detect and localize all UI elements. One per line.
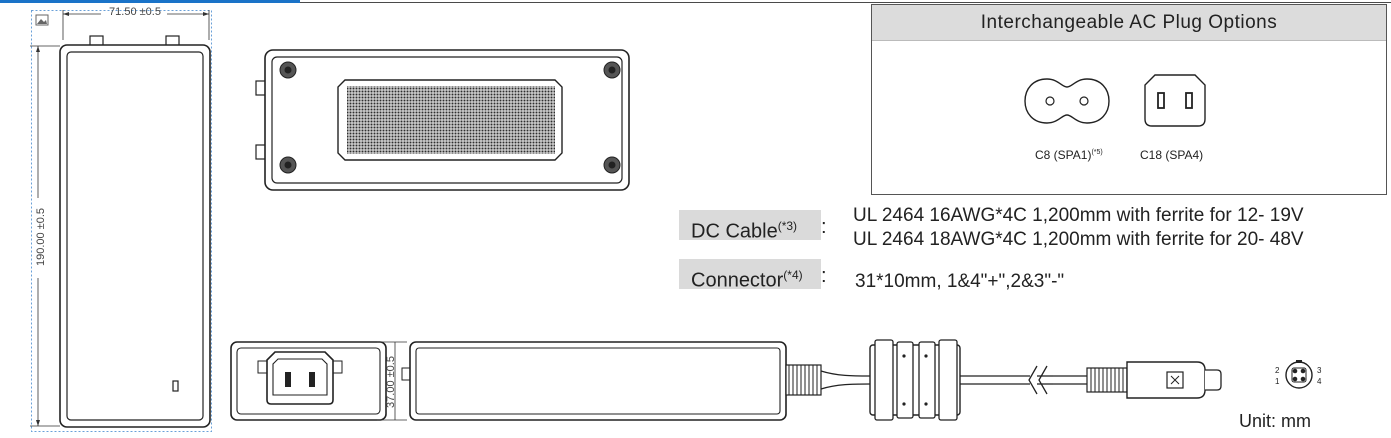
c8-plug-caption: C8 (SPA1)(*5) (1035, 148, 1103, 162)
connector-colon: : (821, 265, 827, 287)
dc-cable-label: DC Cable(*3) (679, 210, 821, 243)
pin-label-1: 1 (1275, 377, 1280, 386)
top-accent-bar (0, 0, 300, 3)
dc-connector-plug (1086, 361, 1222, 399)
plug-icons (1024, 74, 1206, 127)
c18-plug-caption: C18 (SPA4) (1140, 148, 1204, 162)
adapter-top-outline (59, 35, 211, 428)
vent-grille (347, 86, 555, 154)
adapter-side-outline (401, 341, 787, 421)
width-dimension-line (62, 10, 210, 40)
height-dimension-line (377, 341, 407, 421)
length-dimension-label: 190.00 ±0.5 (35, 207, 47, 267)
ferrite-core (869, 339, 961, 421)
top-rule (300, 2, 1391, 3)
pin-label-4: 4 (1317, 377, 1322, 386)
selection-frame (31, 10, 212, 432)
plug-options-panel: Interchangeable AC Plug Options C8 (SPA1… (871, 4, 1387, 195)
c18-plug-icon (1144, 74, 1206, 127)
top-view-drawing (30, 10, 212, 432)
connector-label: Connector(*4) (679, 259, 821, 292)
rubber-feet (279, 61, 621, 174)
width-dimension-label: 71.50 ±0.5 (109, 6, 161, 18)
image-icon (35, 14, 49, 26)
dc-cable-line-2: UL 2464 18AWG*4C 1,200mm with ferrite fo… (853, 229, 1304, 250)
dc-cable (785, 364, 1087, 396)
c8-plug-icon (1024, 78, 1110, 124)
pin-label-2: 2 (1275, 366, 1280, 375)
pin-label-3: 3 (1317, 366, 1322, 375)
led-indicator (172, 380, 179, 392)
side-view-drawing: 2 1 3 4 (230, 339, 1322, 421)
connector-value: 31*10mm, 1&4"+",2&3"-" (855, 271, 1065, 292)
plug-options-title: Interchangeable AC Plug Options (872, 5, 1386, 41)
ac-inlet-end-view (230, 341, 387, 421)
bottom-view-drawing (255, 49, 630, 191)
dc-cable-line-1: UL 2464 16AWG*4C 1,200mm with ferrite fo… (853, 205, 1304, 226)
dc-cable-colon: : (821, 216, 827, 238)
length-dimension-line (30, 45, 60, 427)
unit-label: Unit: mm (1239, 411, 1311, 431)
height-dimension-label: 37.00 ±0.5 (385, 356, 397, 408)
connector-pinout-icon (1285, 360, 1313, 389)
